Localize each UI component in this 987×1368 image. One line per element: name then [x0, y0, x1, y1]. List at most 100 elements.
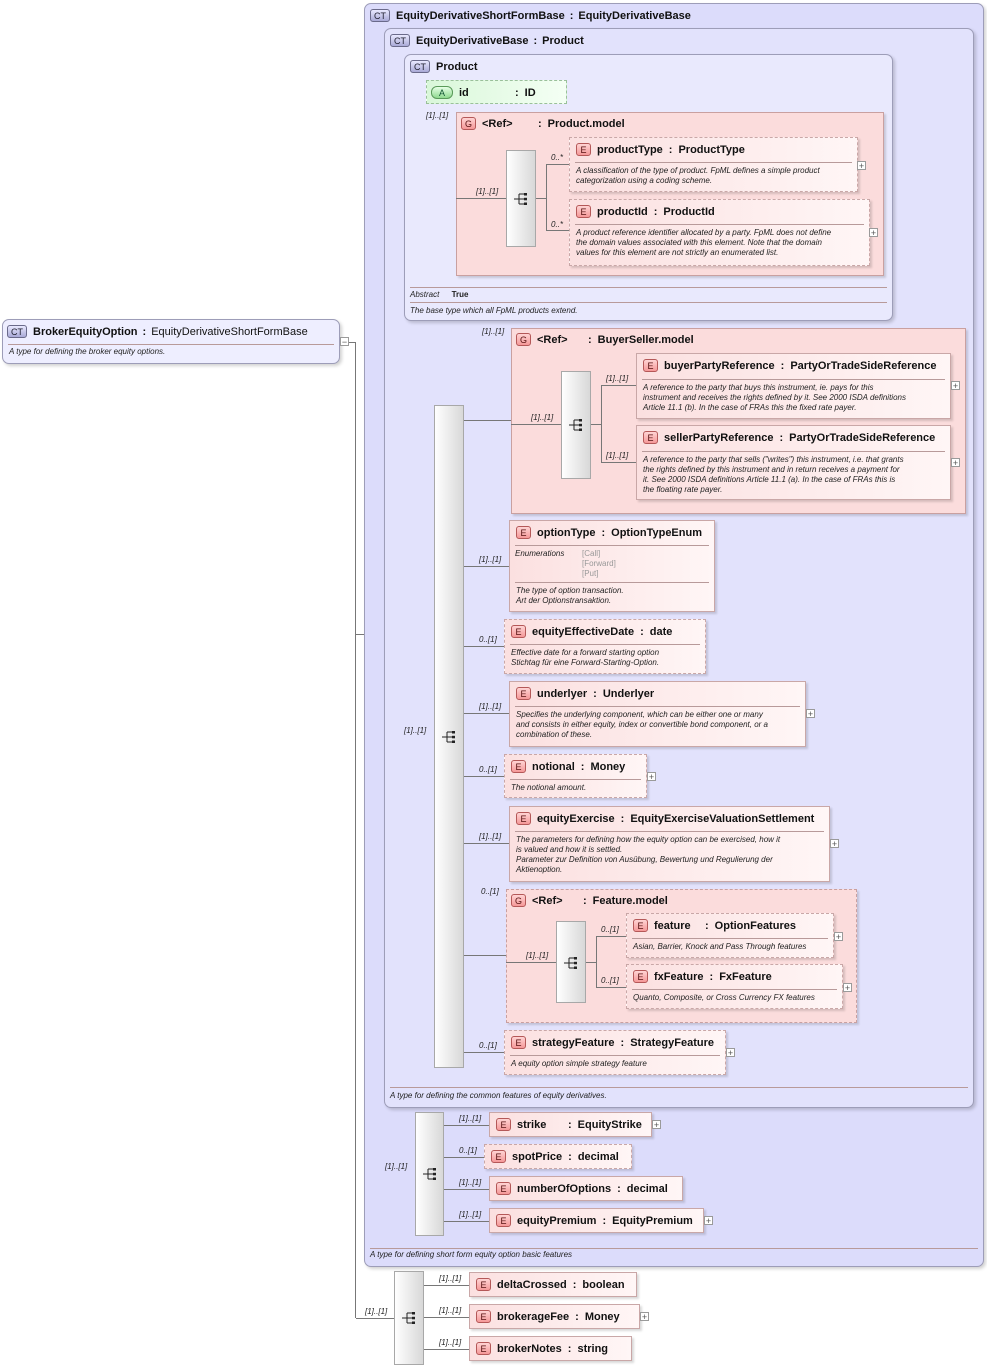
expand-icon[interactable]: + — [869, 228, 878, 238]
element-name: sellerPartyReference — [664, 431, 774, 444]
element-equity-premium[interactable]: E equityPremium : EquityPremium — [489, 1208, 704, 1233]
element-underlyer[interactable]: E underlyer : Underlyer Specifies the un… — [509, 681, 806, 747]
connector — [536, 198, 546, 199]
expand-icon[interactable]: + — [647, 772, 656, 782]
ct-base-doc: A type for defining the common features … — [390, 1091, 607, 1100]
expand-icon[interactable]: + — [857, 161, 866, 171]
expand-icon[interactable]: + — [843, 983, 852, 993]
connector — [601, 462, 636, 463]
separator: : — [601, 526, 606, 539]
element-brokerage-fee[interactable]: E brokerageFee : Money — [469, 1304, 640, 1329]
expand-icon[interactable]: + — [726, 1048, 735, 1058]
sequence-compositor-short[interactable] — [415, 1112, 444, 1236]
sequence-compositor-buyer[interactable] — [561, 371, 591, 479]
separator: : — [588, 333, 592, 346]
ct-base-header: CT EquityDerivativeBase : Product — [390, 34, 584, 47]
element-number-of-options[interactable]: E numberOfOptions : decimal — [489, 1176, 683, 1201]
sequence-compositor-base[interactable] — [434, 405, 464, 1068]
group-ref-label: <Ref> — [482, 117, 513, 130]
connector — [511, 424, 561, 425]
element-name: buyerPartyReference — [664, 359, 775, 372]
element-option-type[interactable]: E optionType : OptionTypeEnum Enumeratio… — [509, 520, 715, 612]
cardinality-label: [1]..[1] — [426, 111, 449, 120]
separator: : — [602, 1214, 607, 1227]
sequence-compositor-feature[interactable] — [556, 921, 586, 1003]
element-type: FxFeature — [719, 970, 772, 983]
expand-icon[interactable]: + — [951, 381, 960, 391]
divider — [510, 779, 641, 780]
cardinality-label: [1]..[1] — [479, 702, 502, 711]
element-name: equityPremium — [517, 1214, 597, 1227]
element-name: brokerNotes — [497, 1342, 562, 1355]
cardinality-label: [1]..[1] — [526, 951, 549, 960]
expand-icon[interactable]: + — [652, 1120, 661, 1130]
root-to-seq-connector — [356, 1318, 394, 1319]
element-equity-effective-date[interactable]: E equityEffectiveDate : date Effective d… — [504, 619, 706, 674]
connector — [464, 566, 509, 567]
sequence-compositor-product[interactable] — [506, 150, 536, 247]
element-name: productId — [597, 205, 648, 218]
element-fx-feature[interactable]: E fxFeature : FxFeature Quanto, Composit… — [626, 964, 843, 1009]
expand-icon[interactable]: + — [806, 709, 815, 719]
element-type: PartyOrTradeSideReference — [789, 431, 936, 444]
element-broker-notes[interactable]: E brokerNotes : string — [469, 1336, 632, 1361]
element-spot-price[interactable]: E spotPrice : decimal — [484, 1144, 632, 1169]
divider — [410, 287, 887, 288]
connector — [464, 955, 506, 956]
element-type: decimal — [577, 1150, 619, 1163]
expand-icon[interactable]: + — [704, 1216, 713, 1226]
expand-icon[interactable]: + — [640, 1312, 649, 1322]
group-feature-name: Feature.model — [592, 894, 668, 907]
attribute-id[interactable]: A id : ID — [426, 80, 567, 104]
element-icon: E — [496, 1182, 511, 1195]
cardinality-label: 0..* — [551, 220, 564, 229]
sequence-icon — [402, 1312, 415, 1324]
cardinality-label: [1]..[1] — [479, 832, 502, 841]
connector — [424, 1285, 469, 1286]
element-strategy-feature[interactable]: E strategyFeature : StrategyFeature A eq… — [504, 1030, 726, 1075]
divider — [515, 545, 709, 546]
connector — [464, 420, 511, 421]
expand-icon[interactable]: + — [834, 932, 843, 942]
cardinality-label: 0..[1] — [479, 1041, 497, 1050]
root-type-box[interactable]: CT BrokerEquityOption : EquityDerivative… — [2, 319, 340, 364]
element-name: strike — [517, 1118, 547, 1131]
separator: : — [653, 205, 658, 218]
cardinality-label: 0..[1] — [479, 765, 497, 774]
element-header: E equityExercise : EquityExerciseValuati… — [516, 812, 814, 825]
element-name: deltaCrossed — [497, 1278, 567, 1291]
sequence-compositor-root[interactable] — [394, 1271, 424, 1365]
cardinality-label: [1]..[1] — [459, 1114, 482, 1123]
element-name: feature — [654, 919, 691, 932]
connector — [586, 962, 596, 963]
element-notional[interactable]: E notional : Money The notional amount. — [504, 754, 647, 798]
element-product-id[interactable]: E productId : ProductId A product refere… — [569, 199, 870, 266]
separator: : — [640, 625, 644, 638]
element-doc: A equity option simple strategy feature — [511, 1059, 647, 1068]
element-equity-exercise[interactable]: E equityExercise : EquityExerciseValuati… — [509, 806, 830, 882]
cardinality-label: 0..[1] — [479, 635, 497, 644]
expand-icon[interactable]: + — [830, 839, 839, 849]
group-buyer-name: BuyerSeller.model — [597, 333, 694, 346]
element-feature[interactable]: E feature : OptionFeatures Asian, Barrie… — [626, 913, 834, 958]
ct-short-header: CT EquityDerivativeShortFormBase : Equit… — [370, 9, 691, 22]
connector — [546, 164, 547, 230]
divider — [390, 1087, 968, 1088]
element-buyer-party-reference[interactable]: E buyerPartyReference : PartyOrTradeSide… — [636, 353, 951, 419]
cardinality-label: [1]..[1] — [482, 327, 505, 336]
expand-icon[interactable]: + — [951, 458, 960, 468]
connector — [424, 1349, 469, 1350]
root-to-short-connector — [356, 634, 365, 635]
connector — [424, 1317, 469, 1318]
divider — [510, 1055, 720, 1056]
element-delta-crossed[interactable]: E deltaCrossed : boolean — [469, 1272, 637, 1297]
separator: : — [515, 86, 519, 99]
element-strike[interactable]: E strike : EquityStrike — [489, 1112, 652, 1137]
abstract-label: Abstract — [410, 290, 440, 299]
element-product-type[interactable]: E productType : ProductType A classifica… — [569, 137, 858, 192]
root-type-name: BrokerEquityOption — [33, 325, 138, 338]
element-header: E numberOfOptions : decimal — [496, 1182, 668, 1195]
collapse-icon[interactable]: − — [340, 337, 349, 347]
group-ref-label: <Ref> — [532, 894, 563, 907]
element-seller-party-reference[interactable]: E sellerPartyReference : PartyOrTradeSid… — [636, 425, 951, 500]
